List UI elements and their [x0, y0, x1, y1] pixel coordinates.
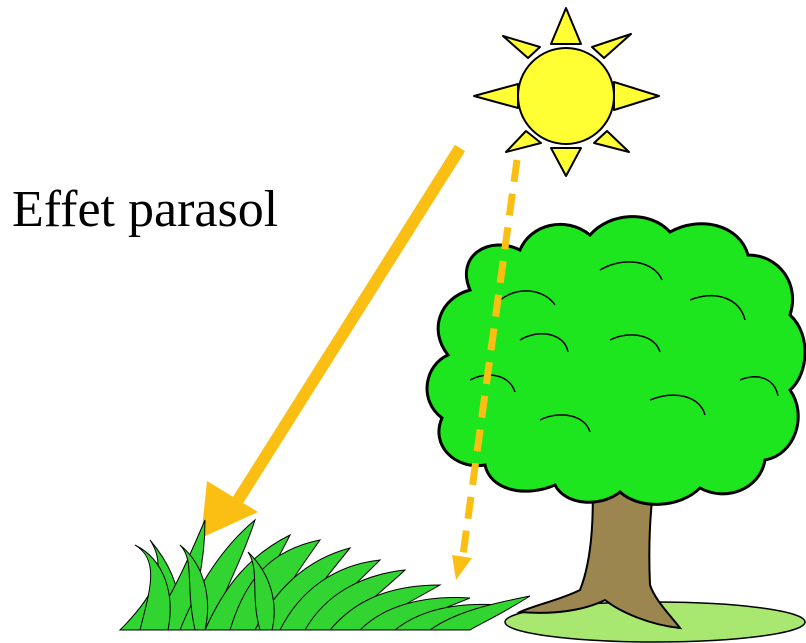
sun-ray	[614, 82, 659, 110]
parasol-effect-label: Effet parasol	[12, 180, 278, 239]
tree-icon	[427, 217, 805, 642]
sun-ray	[551, 8, 581, 44]
sun-disc	[518, 48, 614, 144]
sun-ray	[474, 84, 518, 108]
sun-ray	[551, 148, 581, 176]
tree-foliage	[427, 217, 805, 505]
sun-ray	[592, 34, 631, 58]
sun-icon	[474, 8, 659, 176]
sun-ray	[594, 131, 629, 152]
sun-ray	[503, 36, 540, 58]
